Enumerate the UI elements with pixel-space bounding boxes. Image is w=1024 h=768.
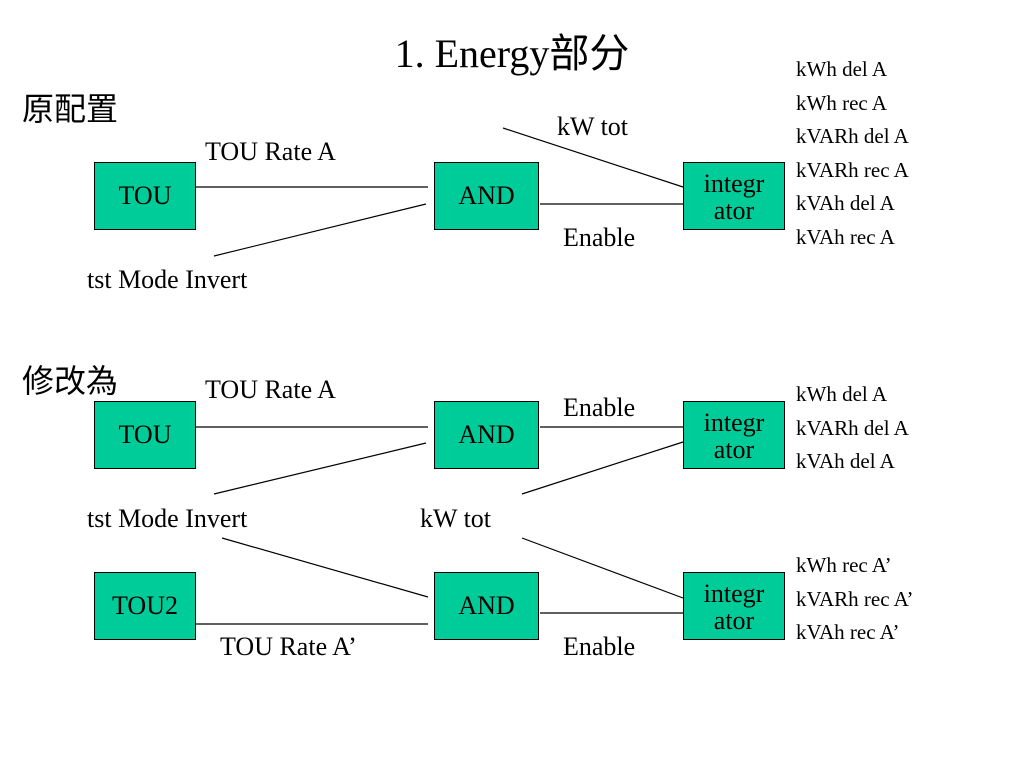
output-item: kWh rec A’: [796, 553, 892, 577]
integrator-box-lower: integr ator: [683, 572, 785, 640]
wire-kwtot-to-integrator: [502, 127, 684, 188]
slide-title: 1. Energy部分: [394, 31, 630, 76]
integrator-box-upper: integr ator: [683, 401, 785, 469]
wire-tst-to-and-lower: [221, 537, 429, 598]
enable-label-lower: Enable: [563, 632, 636, 661]
tou-rate-label: TOU Rate A: [205, 375, 336, 404]
and-box: AND: [434, 162, 539, 230]
wire-kwtot-to-integrator-lower: [521, 537, 684, 599]
tou-box: TOU: [94, 162, 196, 230]
section-label-modified: 修改為: [22, 363, 119, 399]
output-item: kVAh del A: [796, 191, 895, 215]
wire-tst-to-and-upper: [213, 442, 427, 495]
wire-kwtot-to-integrator-upper: [521, 441, 684, 495]
output-item: kVAh rec A’: [796, 620, 900, 644]
output-item: kVARh rec A: [796, 157, 909, 182]
enable-label-upper: Enable: [563, 393, 636, 422]
integrator-box: integr ator: [683, 162, 785, 230]
and-box-upper: AND: [434, 401, 539, 469]
integrator-outputs-lower: kWh rec A’ kVARh rec A’ kVAh rec A’: [796, 549, 913, 650]
output-item: kVAh rec A: [796, 224, 895, 249]
wire-tst-to-and: [213, 203, 427, 257]
section-label-original: 原配置: [22, 91, 119, 127]
integrator-outputs-upper: kWh del A kVARh del A kVAh del A: [796, 378, 909, 479]
tou-rate-prime-label: TOU Rate A’: [220, 632, 357, 661]
kw-tot-label: kW tot: [420, 504, 492, 533]
output-item: kWh del A: [796, 382, 887, 406]
output-item: kVAh del A: [796, 449, 895, 473]
tou-box: TOU: [94, 401, 196, 469]
kw-tot-label: kW tot: [557, 112, 629, 141]
output-item: kWh rec A: [796, 90, 887, 115]
tou-rate-label: TOU Rate A: [205, 137, 336, 166]
output-item: kVARh del A: [796, 415, 909, 440]
output-item: kWh del A: [796, 57, 887, 81]
and-box-lower: AND: [434, 572, 539, 640]
output-item: kVARh del A: [796, 124, 909, 148]
output-item: kVARh rec A’: [796, 586, 914, 611]
tou2-box: TOU2: [94, 572, 196, 640]
enable-label: Enable: [563, 223, 636, 252]
tst-mode-label: tst Mode Invert: [87, 265, 248, 294]
integrator-outputs-original: kWh del A kWh rec A kVARh del A kVARh re…: [796, 53, 909, 254]
tst-mode-label: tst Mode Invert: [87, 504, 248, 533]
